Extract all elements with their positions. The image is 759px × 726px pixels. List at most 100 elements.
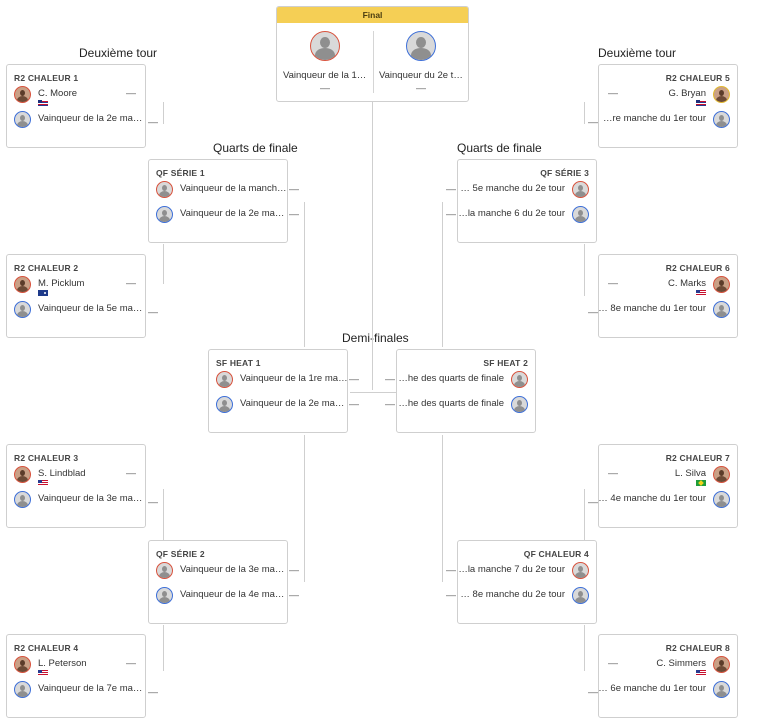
final-slot-1-score: –– [319,83,330,93]
heat-card-sf1[interactable]: SF HEAT 1 Vainqueur de la 1re manche des… [208,349,348,433]
athlete-score: –– [125,658,136,668]
heat-entry-2[interactable]: Vainqueur de la 2e manche du 1er tour [14,110,146,132]
heat-card-r2h3[interactable]: R2 CHALEUR 3 S. Lindblad –– Vainqueur de… [6,444,146,528]
heat-entry-1[interactable]: L. Peterson –– [14,655,138,677]
athlete-name: Vainqueur de la 6e manche du 1er tour [598,683,706,694]
athlete-score: –– [125,88,136,98]
heat-entry-1[interactable]: M. Picklum –– [14,275,138,297]
heat-entry-2[interactable]: Vainqueur de la 1re manche du 1er tour [598,110,730,132]
heat-entry-2[interactable]: Vainqueur de la 3e manche du 1er tour [14,490,146,512]
heat-card-sf2[interactable]: SF HEAT 2 Vainqueur de la 3e manche des … [396,349,536,433]
athlete-name: C. Moore [38,88,78,99]
heat-card-r2h1[interactable]: R2 CHALEUR 1 C. Moore –– Vainqueur de la… [6,64,146,148]
heat-entry-2[interactable]: Vainqueur de la 4e manche du 2e tour [156,586,288,608]
athlete-placeholder-icon [572,562,589,579]
heat-entry-2[interactable]: Vainqueur de la 2e manche du 2e tour [156,205,288,227]
heat-entry-2[interactable]: Vainqueur de la 4e manche du 1er tour [598,490,730,512]
athlete-placeholder-icon [14,491,31,508]
heat-entry-2[interactable]: Vainqueur de la 7e manche du 1er tour [14,680,146,702]
athlete-name: Vainqueur de la 3e manche du 2e tour [180,564,288,575]
athlete-score: –– [349,374,360,384]
final-slot-1[interactable]: Vainqueur de la 1re demi-finale –– [277,31,373,99]
athlete-placeholder-icon [713,111,730,128]
connector-line [163,244,164,284]
final-card[interactable]: Final Vainqueur de la 1re demi-finale ––… [276,6,469,102]
heat-card-qf2[interactable]: QF SÉRIE 2 Vainqueur de la 3e manche du … [148,540,288,624]
heat-entry-2[interactable]: Vainqueur de la 8e manche du 1er tour [598,300,730,322]
athlete-name: Vainqueur de la 8e manche du 2e tour [457,589,565,600]
flag-brazil-icon [696,480,706,486]
athlete-placeholder-icon [310,31,340,61]
heat-entry-1[interactable]: Vainqueur de la 3e manche des quarts de … [396,370,528,392]
athlete-placeholder-icon [14,301,31,318]
heat-title: QF SÉRIE 1 [156,168,205,178]
athlete-score: –– [148,497,159,507]
athlete-score: –– [385,399,396,409]
athlete-placeholder-icon [156,206,173,223]
heat-entry-2[interactable]: Vainqueur de la 4e manche des quarts de … [396,395,528,417]
athlete-photo-icon [14,86,31,103]
heat-entry-1[interactable]: Vainqueur de la manche 1 du 2e tour [156,180,288,202]
round-label-demi-finales: Demi-finales [342,331,409,345]
heat-entry-2[interactable]: Vainqueur de la 8e manche du 2e tour [457,586,589,608]
final-slot-2[interactable]: Vainqueur du 2e tour –– [373,31,468,99]
heat-entry-1[interactable]: Vainqueur de la manche 7 du 2e tour [457,561,589,583]
connector-line [442,202,443,347]
heat-entry-1[interactable]: Vainqueur de la 1re manche des quarts de… [216,370,348,392]
heat-entry-2[interactable]: Vainqueur de la 2e manche des quarts de … [216,395,348,417]
athlete-name: Vainqueur de la 5e manche du 2e tour [457,183,565,194]
athlete-name: Vainqueur de la 3e manche des quarts de … [396,373,504,384]
heat-card-r2h2[interactable]: R2 CHALEUR 2 M. Picklum –– Vainqueur de … [6,254,146,338]
heat-entry-1[interactable]: C. Simmers –– [606,655,730,677]
athlete-placeholder-icon [572,181,589,198]
heat-card-r2h7[interactable]: R2 CHALEUR 7 L. Silva –– Vainqueur de la… [598,444,738,528]
athlete-score: –– [588,117,599,127]
heat-entry-2[interactable]: Vainqueur de la 5e manche du 1er tour [14,300,146,322]
athlete-name: Vainqueur de la 1re manche du 1er tour [598,113,706,124]
heat-entry-2[interactable]: Vainqueur de la manche 6 du 2e tour [457,205,589,227]
connector-line [584,489,585,540]
heat-entry-1[interactable]: Vainqueur de la 5e manche du 2e tour [457,180,589,202]
flag-usa-icon [696,290,706,296]
connector-line [163,625,164,671]
athlete-photo-icon [713,656,730,673]
heat-card-r2h8[interactable]: R2 CHALEUR 8 C. Simmers –– Vainqueur de … [598,634,738,718]
heat-title: R2 CHALEUR 4 [14,643,79,653]
heat-card-qf3[interactable]: QF SÉRIE 3 Vainqueur de la 5e manche du … [457,159,597,243]
athlete-placeholder-icon [156,587,173,604]
heat-title: QF CHALEUR 4 [523,549,589,559]
heat-entry-1[interactable]: L. Silva –– [606,465,730,487]
heat-entry-1[interactable]: G. Bryan –– [606,85,730,107]
flag-hawaii-icon [696,100,706,106]
final-title: Final [277,7,468,23]
athlete-photo-icon [713,276,730,293]
athlete-name: Vainqueur de la 7e manche du 1er tour [38,683,146,694]
flag-usa-icon [38,670,48,676]
flag-usa-icon [696,670,706,676]
heat-card-r2h5[interactable]: R2 CHALEUR 5 G. Bryan –– Vainqueur de la… [598,64,738,148]
athlete-placeholder-icon [156,181,173,198]
heat-entry-1[interactable]: C. Moore –– [14,85,138,107]
athlete-placeholder-icon [511,371,528,388]
heat-entry-1[interactable]: C. Marks –– [606,275,730,297]
connector-line [372,102,373,390]
athlete-photo-icon [713,466,730,483]
heat-card-qf4[interactable]: QF CHALEUR 4 Vainqueur de la manche 7 du… [457,540,597,624]
heat-card-r2h6[interactable]: R2 CHALEUR 6 C. Marks –– Vainqueur de la… [598,254,738,338]
heat-entry-1[interactable]: S. Lindblad –– [14,465,138,487]
athlete-photo-icon [14,276,31,293]
heat-title: R2 CHALEUR 2 [14,263,79,273]
round-label-quarts-right: Quarts de finale [457,141,542,155]
athlete-photo-icon [14,656,31,673]
heat-entry-1[interactable]: Vainqueur de la 3e manche du 2e tour [156,561,288,583]
athlete-placeholder-icon [14,681,31,698]
heat-card-r2h4[interactable]: R2 CHALEUR 4 L. Peterson –– Vainqueur de… [6,634,146,718]
athlete-score: –– [446,184,457,194]
athlete-score: –– [608,658,619,668]
athlete-name: C. Marks [668,278,706,289]
athlete-score: –– [125,278,136,288]
heat-card-qf1[interactable]: QF SÉRIE 1 Vainqueur de la manche 1 du 2… [148,159,288,243]
athlete-name: S. Lindblad [38,468,86,479]
heat-entry-2[interactable]: Vainqueur de la 6e manche du 1er tour [598,680,730,702]
connector-line [584,244,585,296]
